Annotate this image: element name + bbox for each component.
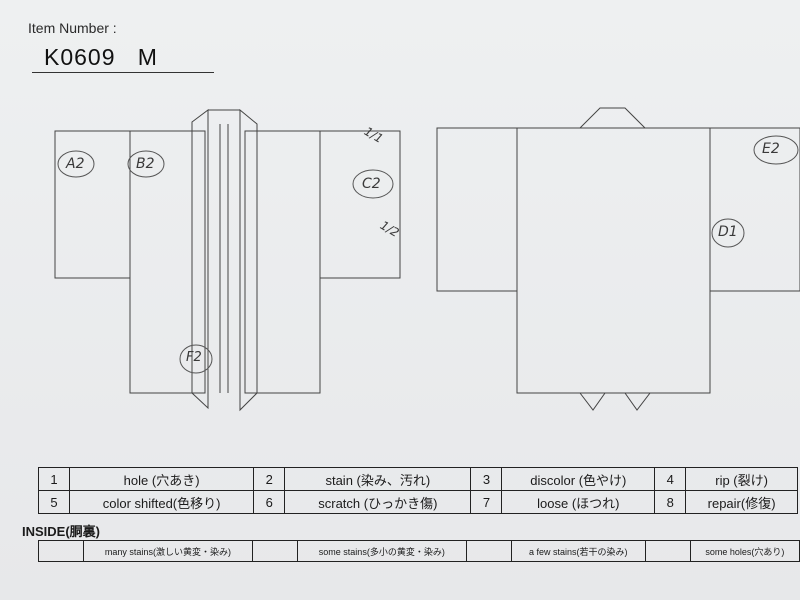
inside-desc-cell: some stains(多小の黄変・染み) (296, 540, 467, 562)
legend-term: discolor (色やけ) (501, 467, 656, 491)
item-number: K0609 (44, 44, 116, 70)
front-right-panel (244, 130, 321, 394)
legend-term: scratch (ひっかき傷) (284, 490, 472, 514)
legend-number: 6 (253, 490, 286, 514)
front-left-collar (191, 109, 209, 410)
annotation-c2: C2 (362, 176, 381, 192)
inside-checkbox-cell[interactable] (251, 540, 298, 562)
back-right-sleeve (709, 127, 800, 292)
garment-diagram (54, 107, 800, 412)
legend-number: 1 (38, 467, 70, 491)
inside-desc-cell: a few stains(若干の染み) (510, 540, 646, 562)
item-number-underline (32, 72, 214, 73)
mark-circle-e2 (753, 135, 799, 165)
legend-term: repair(修復) (685, 490, 798, 514)
back-body (516, 127, 711, 394)
mark-circle-a2 (57, 150, 95, 178)
front-right-sleeve (319, 130, 401, 279)
legend-term: rip (裂け) (685, 467, 798, 491)
mark-circle-d1 (711, 218, 745, 248)
mark-circle-b2 (127, 150, 165, 178)
inside-desc-cell: some holes(穴あり) (689, 540, 800, 562)
inside-section-title: INSIDE(胴裏) (22, 524, 101, 539)
legend-number: 2 (253, 467, 286, 491)
item-number-label: Item Number : (28, 20, 117, 36)
item-number-value: K0609 M (44, 44, 158, 71)
back-left-sleeve (436, 127, 518, 292)
annotation-a2: A2 (66, 156, 85, 172)
legend-term: loose (ほつれ) (501, 490, 656, 514)
front-view (54, 108, 401, 412)
inside-checkbox-cell[interactable] (644, 540, 691, 562)
item-size: M (137, 44, 158, 70)
annotation-d1: D1 (718, 224, 738, 240)
legend-term: color shifted(色移り) (68, 490, 255, 514)
legend-term: hole (穴あき) (68, 467, 255, 491)
annotation-e2: E2 (762, 141, 780, 157)
back-collar-top (578, 107, 647, 129)
back-hem-tab-right (624, 392, 652, 411)
inside-lining-table: many stains(激しい黄変・染み) some stains(多小の黄変・… (38, 540, 800, 562)
legend-row: 1 hole (穴あき) 2 stain (染み、汚れ) 3 discolor … (38, 467, 798, 491)
mark-circle-c2 (352, 169, 394, 199)
legend-number: 4 (654, 467, 687, 491)
back-hem-tab-left (578, 392, 606, 411)
front-right-collar (239, 108, 258, 412)
mark-circle-f2 (179, 344, 213, 374)
annotation-b2: B2 (136, 156, 155, 172)
inside-row: many stains(激しい黄変・染み) some stains(多小の黄変・… (38, 540, 800, 562)
front-left-panel (129, 130, 206, 394)
legend-number: 8 (654, 490, 687, 514)
damage-legend-table: 1 hole (穴あき) 2 stain (染み、汚れ) 3 discolor … (38, 467, 798, 514)
inside-desc-cell: many stains(激しい黄変・染み) (83, 540, 253, 562)
handwritten-marks (57, 135, 799, 374)
inside-checkbox-cell[interactable] (38, 540, 84, 562)
inside-checkbox-cell[interactable] (465, 540, 512, 562)
legend-number: 5 (38, 490, 70, 514)
legend-number: 7 (470, 490, 503, 514)
legend-term: stain (染み、汚れ) (284, 467, 472, 491)
legend-row: 5 color shifted(色移り) 6 scratch (ひっかき傷) 7… (38, 490, 798, 514)
back-view (436, 107, 800, 411)
legend-number: 3 (470, 467, 503, 491)
annotation-f2: F2 (186, 350, 202, 365)
